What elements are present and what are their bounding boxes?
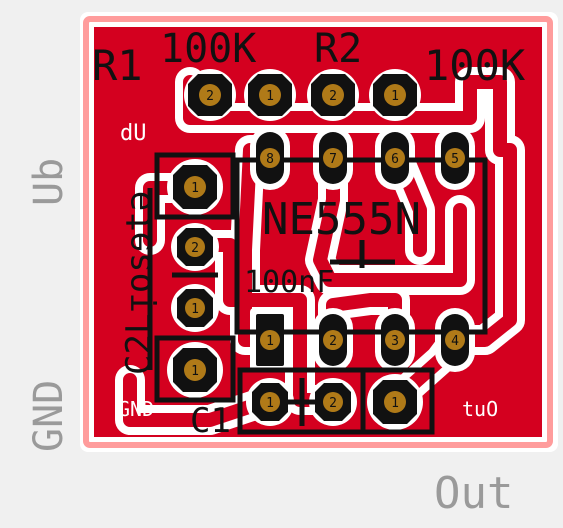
- pad-number: 5: [451, 152, 459, 167]
- r2-name: R2: [314, 26, 362, 72]
- pad-c1-a[interactable]: 1: [252, 383, 288, 421]
- out-side-label: Out: [434, 468, 513, 519]
- pad-number: 2: [191, 241, 199, 256]
- pad-number: 1: [191, 181, 199, 196]
- pad-ub[interactable]: 1: [173, 165, 217, 209]
- pad-number: 1: [391, 89, 399, 104]
- c1-out-connector-outline: [237, 367, 435, 435]
- gnd-copper-label: GND: [118, 397, 154, 421]
- pad-c2-a[interactable]: 2: [177, 228, 213, 266]
- pad-r2-b[interactable]: 1: [373, 74, 417, 116]
- r2-value: 100K: [424, 41, 526, 90]
- pad-number: 1: [191, 364, 199, 379]
- pad-number: 8: [266, 152, 274, 167]
- board-outline: [83, 16, 553, 448]
- pad-number: 3: [391, 334, 399, 349]
- pad-number: 2: [329, 396, 337, 411]
- pad-out[interactable]: 1: [373, 380, 417, 424]
- pad-c2-b[interactable]: 1: [177, 289, 213, 327]
- pad-ic-3[interactable]: 3: [381, 314, 409, 366]
- pad-number: 2: [206, 89, 214, 104]
- c1-name: C1: [190, 401, 231, 441]
- pad-gnd[interactable]: 1: [173, 348, 217, 392]
- copper-text: dU GND tuO: [118, 121, 498, 421]
- pad-ic-4[interactable]: 4: [441, 314, 469, 366]
- pad-number: 1: [191, 302, 199, 317]
- c2-label: C2Lᴉosɘtə: [119, 191, 159, 375]
- pad-ic-1[interactable]: 1: [256, 314, 284, 366]
- pad-ic-8[interactable]: 8: [256, 132, 284, 184]
- pad-r1-b[interactable]: 1: [248, 74, 292, 116]
- pads: 2 1 2 1 8 7 6: [173, 74, 469, 424]
- cap-value: 100nF: [244, 265, 334, 300]
- pad-ic-2[interactable]: 2: [319, 314, 347, 366]
- silkscreen-text: R1 100K R2 100K NE555N 100nF C1 C2Lᴉosɘt…: [92, 26, 526, 441]
- ic-name: NE555N: [262, 194, 421, 245]
- pad-number: 7: [329, 152, 337, 167]
- ub-side-label: Ub: [26, 158, 72, 206]
- connector-side-labels: Ub GND Out: [26, 158, 513, 519]
- silkscreen-outlines: [147, 152, 488, 435]
- pad-r2-a[interactable]: 2: [311, 74, 355, 116]
- out-copper-label: tuO: [462, 397, 498, 421]
- pad-ic-7[interactable]: 7: [319, 132, 347, 184]
- ub-copper-label: dU: [120, 121, 147, 146]
- pad-number: 6: [391, 152, 399, 167]
- pad-r1-a[interactable]: 2: [188, 74, 232, 116]
- r1-value: 100K: [160, 26, 256, 72]
- pad-number: 4: [451, 334, 459, 349]
- pad-ic-6[interactable]: 6: [381, 132, 409, 184]
- r1-name: R1: [92, 41, 143, 90]
- pad-c1-b[interactable]: 2: [315, 383, 351, 421]
- gnd-connector-outline: [154, 335, 236, 403]
- pad-number: 2: [329, 334, 337, 349]
- pad-number: 1: [266, 334, 274, 349]
- pad-number: 1: [266, 89, 274, 104]
- pad-number: 2: [329, 89, 337, 104]
- ub-connector-outline: [154, 152, 236, 220]
- pad-number: 1: [391, 396, 399, 411]
- pad-ic-5[interactable]: 5: [441, 132, 469, 184]
- gnd-side-label: GND: [26, 380, 72, 452]
- pad-number: 1: [266, 396, 274, 411]
